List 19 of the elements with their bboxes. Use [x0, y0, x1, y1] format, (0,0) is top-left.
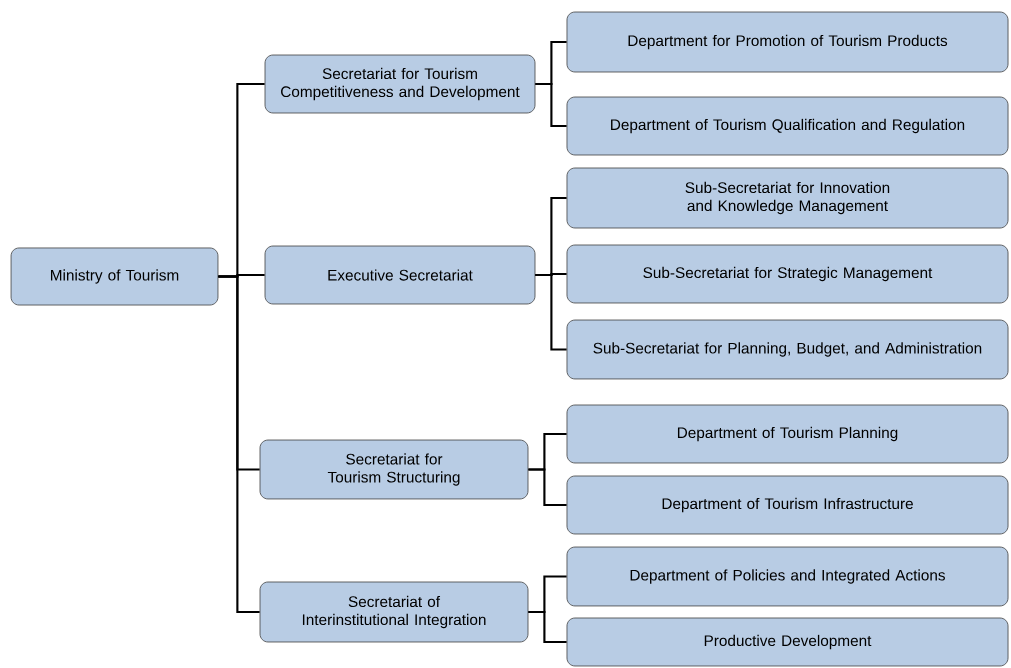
connector-line — [535, 82, 567, 128]
org-box: Department of Tourism Infrastructure — [566, 475, 1009, 535]
org-box: Executive Secretariat — [264, 245, 536, 305]
org-box: Secretariat for Tourism Structuring — [259, 439, 529, 500]
org-box: Sub-Secretariat for Planning, Budget, and Administration — [566, 319, 1009, 380]
org-box: Sub-Secretariat for Innovation and Knowledge Management — [566, 167, 1009, 229]
org-box: Secretariat for Tourism Competitiveness and Development — [264, 54, 536, 114]
org-box: Secretariat of Interinstitutional Integration — [259, 581, 529, 643]
connector-line — [218, 275, 260, 614]
org-box: Sub-Secretariat for Strategic Management — [566, 244, 1009, 304]
connector-line — [535, 273, 567, 351]
org-box: Department of Tourism Planning — [566, 404, 1009, 464]
connector-line — [528, 468, 567, 507]
connector-line — [528, 610, 567, 644]
org-box: Department of Policies and Integrated Actions — [566, 546, 1009, 607]
org-box: Department of Tourism Qualification and Regulation — [566, 96, 1009, 156]
org-box: Department for Promotion of Tourism Products — [566, 11, 1009, 73]
org-box: Ministry of Tourism — [10, 247, 219, 306]
org-box: Productive Development — [566, 617, 1009, 667]
